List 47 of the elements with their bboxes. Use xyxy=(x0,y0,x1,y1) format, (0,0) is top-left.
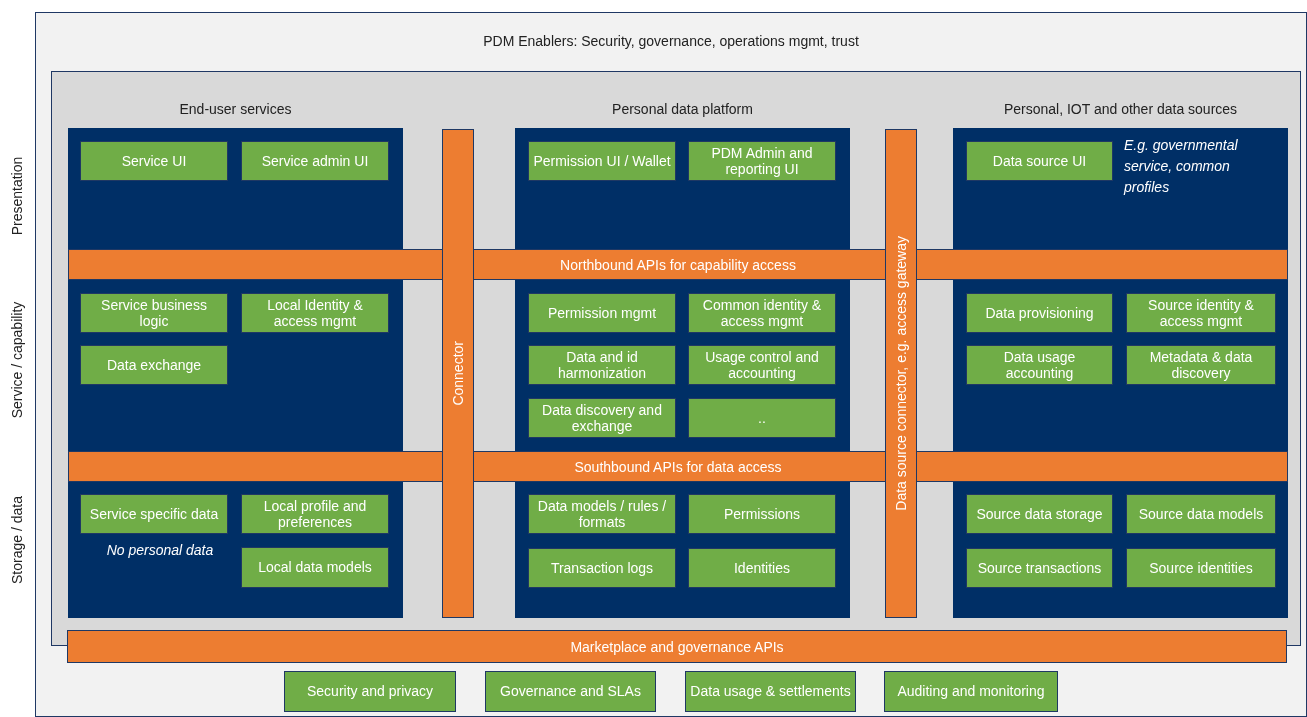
api-bar: Marketplace and governance APIs xyxy=(67,630,1287,663)
component-box: Source transactions xyxy=(966,548,1113,588)
component-box: Local profile and preferences xyxy=(241,494,389,534)
component-box: Service UI xyxy=(80,141,228,181)
connector-bar xyxy=(442,129,474,618)
note-text: E.g. governmental service, common profiles xyxy=(1124,136,1239,197)
component-box: Service business logic xyxy=(80,293,228,333)
component-box: Common identity & access mgmt xyxy=(688,293,836,333)
component-box: Local data models xyxy=(241,547,389,588)
component-box: Permissions xyxy=(688,494,836,534)
component-box: Governance and SLAs xyxy=(485,671,656,712)
component-box: Data discovery and exchange xyxy=(528,398,676,438)
component-box: Data source UI xyxy=(966,141,1113,181)
component-box: Data and id harmonization xyxy=(528,345,676,385)
component-box: PDM Admin and reporting UI xyxy=(688,141,836,181)
component-box: Data usage & settlements xyxy=(685,671,856,712)
component-box: Transaction logs xyxy=(528,548,676,588)
component-box: Permission UI / Wallet xyxy=(528,141,676,181)
component-box: Usage control and accounting xyxy=(688,345,836,385)
component-box: Source identity & access mgmt xyxy=(1126,293,1276,333)
enablers-frame xyxy=(35,12,1307,717)
panel-heading: End-user services xyxy=(178,101,293,117)
panel-heading: Personal data platform xyxy=(611,101,754,117)
component-box: Source identities xyxy=(1126,548,1276,588)
component-box: Permission mgmt xyxy=(528,293,676,333)
component-box: Source data models xyxy=(1126,494,1276,534)
note-text: No personal data xyxy=(105,541,215,560)
component-box: Metadata & data discovery xyxy=(1126,345,1276,385)
component-box: Source data storage xyxy=(966,494,1113,534)
component-box: Data usage accounting xyxy=(966,345,1113,385)
component-box: Data exchange xyxy=(80,345,228,385)
connector-bar xyxy=(885,129,917,618)
component-box: Service specific data xyxy=(80,494,228,534)
connector-label: Connector xyxy=(450,341,466,406)
layer-label: Service / capability xyxy=(9,301,25,419)
component-box: Service admin UI xyxy=(241,141,389,181)
component-box: .. xyxy=(688,398,836,438)
panel-heading: Personal, IOT and other data sources xyxy=(1002,101,1239,117)
component-box: Local Identity & access mgmt xyxy=(241,293,389,333)
component-box: Data provisioning xyxy=(966,293,1113,333)
component-box: Security and privacy xyxy=(284,671,456,712)
component-box: Auditing and monitoring xyxy=(884,671,1058,712)
layer-label: Presentation xyxy=(9,156,25,236)
frame-title: PDM Enablers: Security, governance, operations mgmt, trust xyxy=(482,33,860,49)
layer-label: Storage / data xyxy=(9,496,25,584)
component-box: Identities xyxy=(688,548,836,588)
component-box: Data models / rules / formats xyxy=(528,494,676,534)
